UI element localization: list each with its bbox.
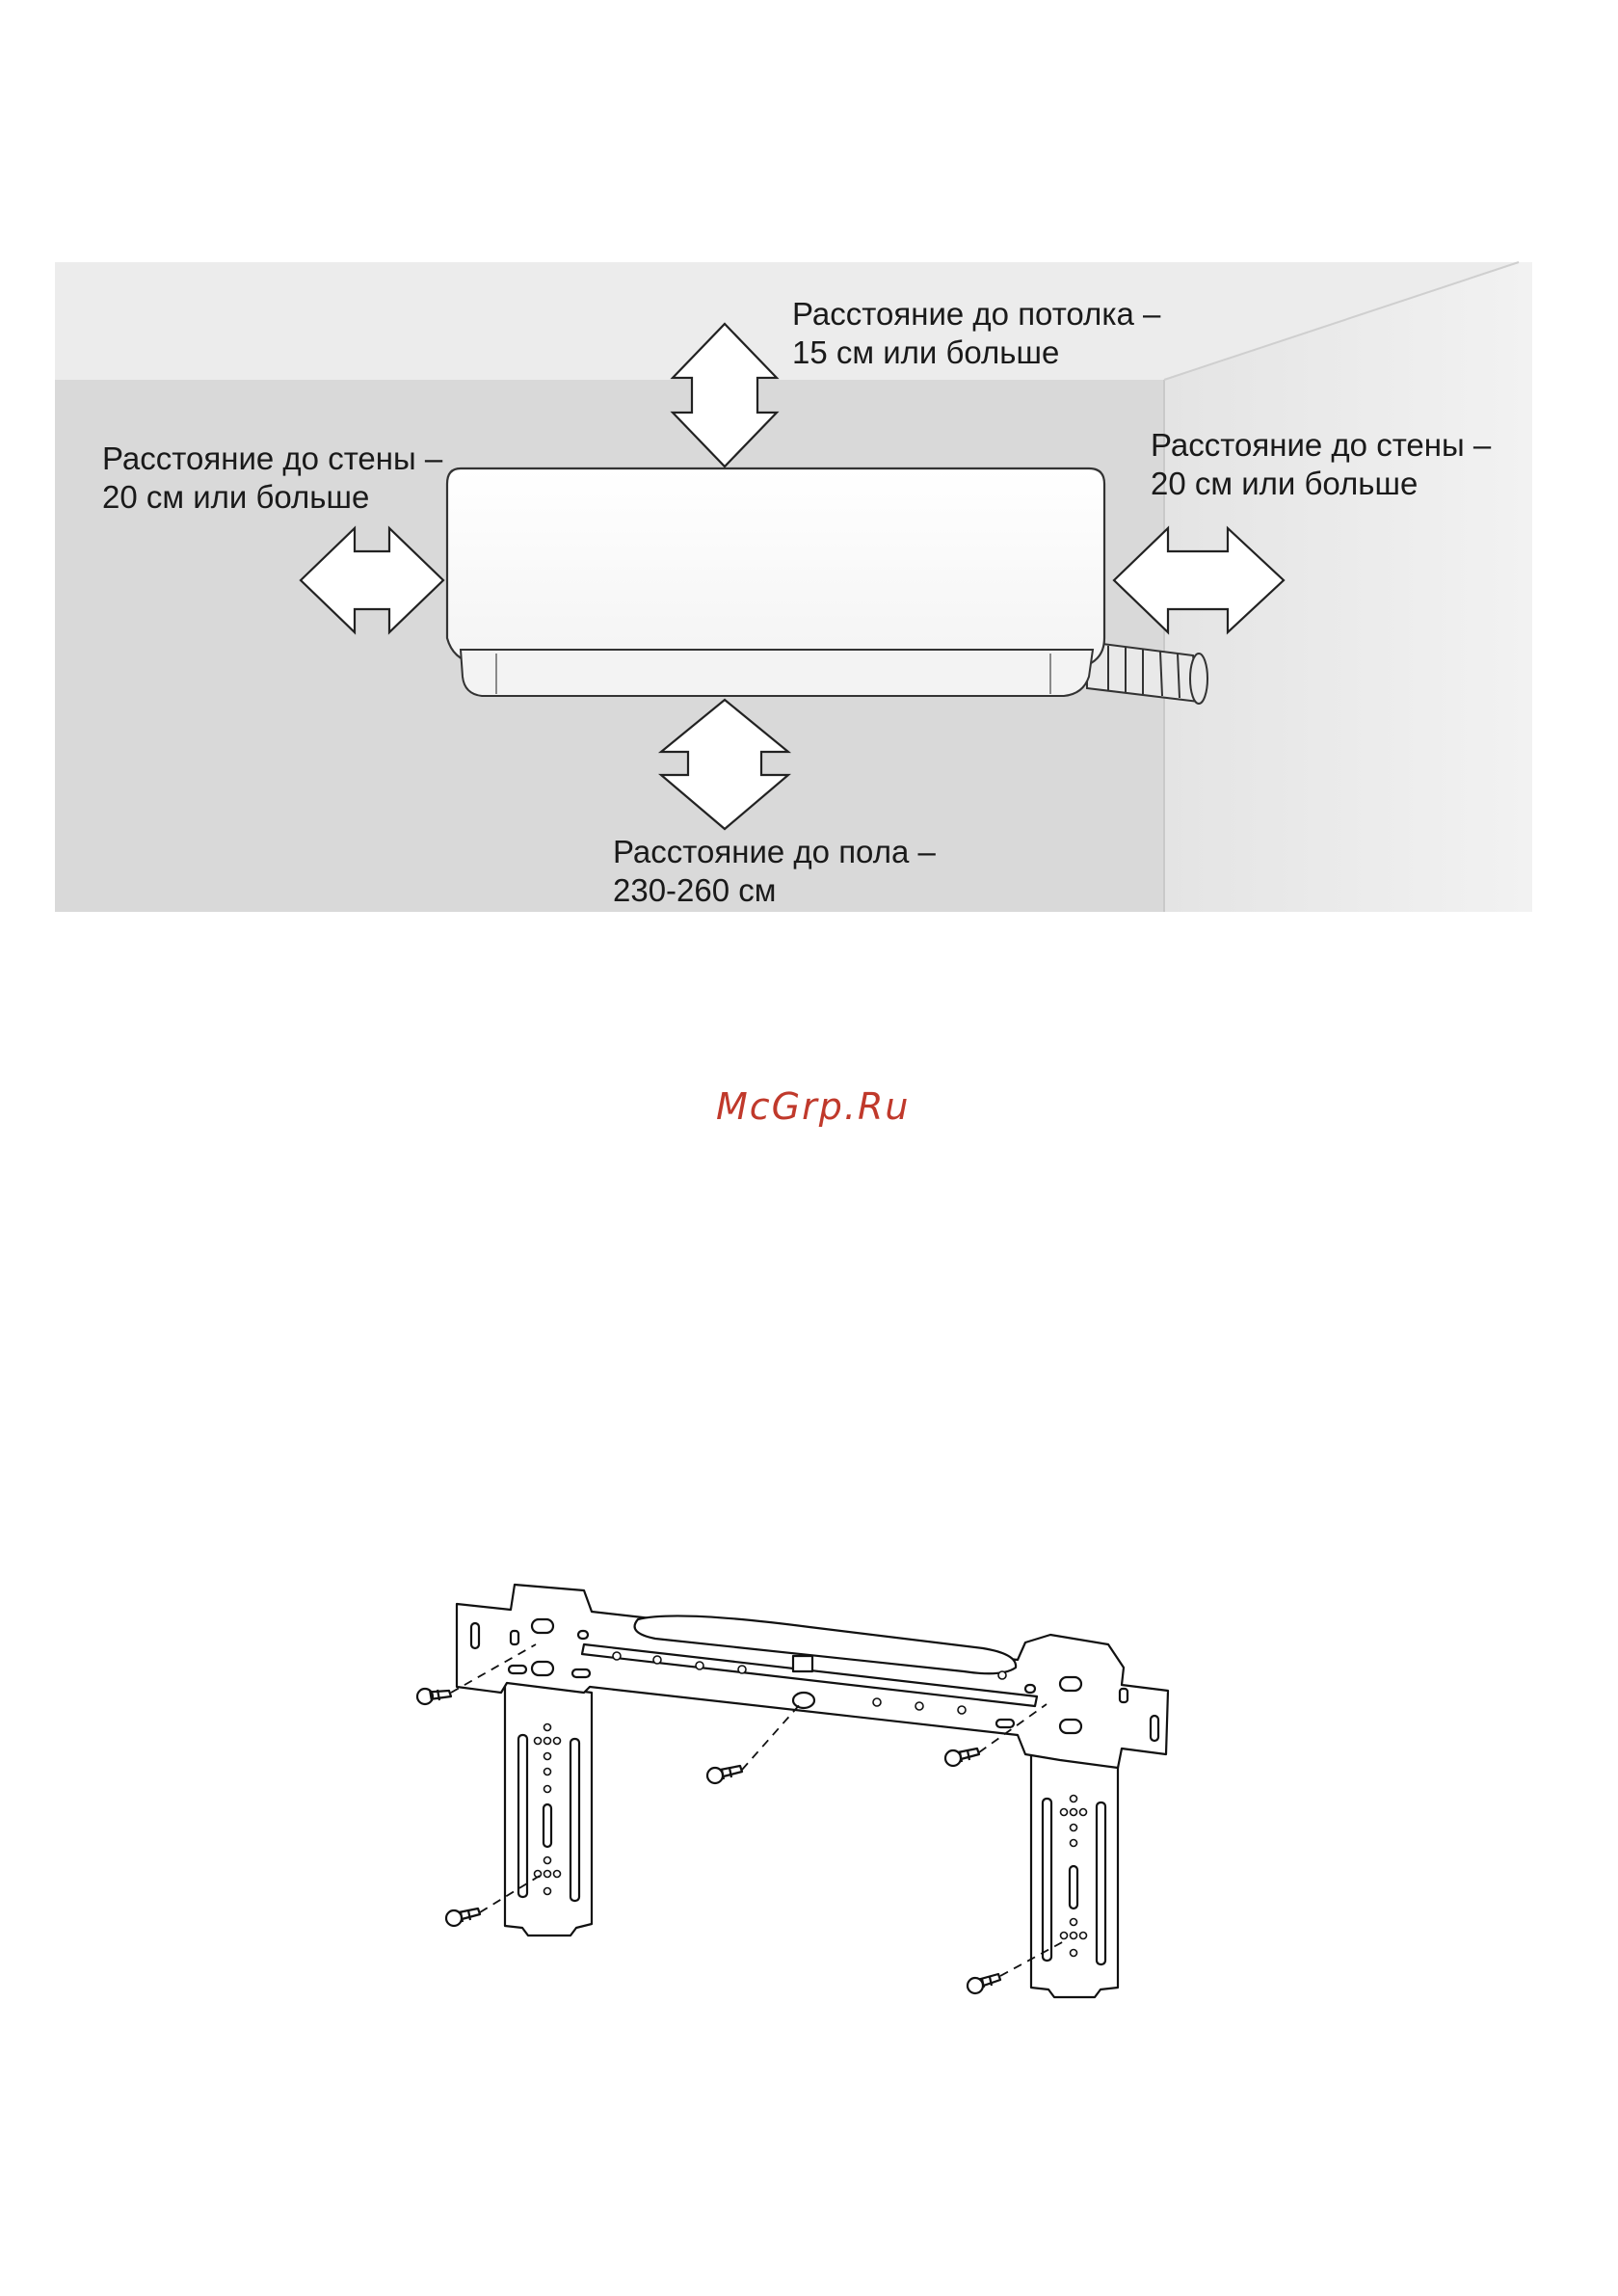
- screw-right-middle: [945, 1749, 979, 1766]
- screw-right-bottom: [968, 1974, 1000, 1993]
- screw-left-bottom: [446, 1909, 480, 1926]
- screw-left-top: [417, 1689, 451, 1704]
- screw-center: [707, 1766, 742, 1783]
- right-bracket-leg: [1031, 1747, 1118, 1997]
- left-bracket-leg: [505, 1681, 592, 1936]
